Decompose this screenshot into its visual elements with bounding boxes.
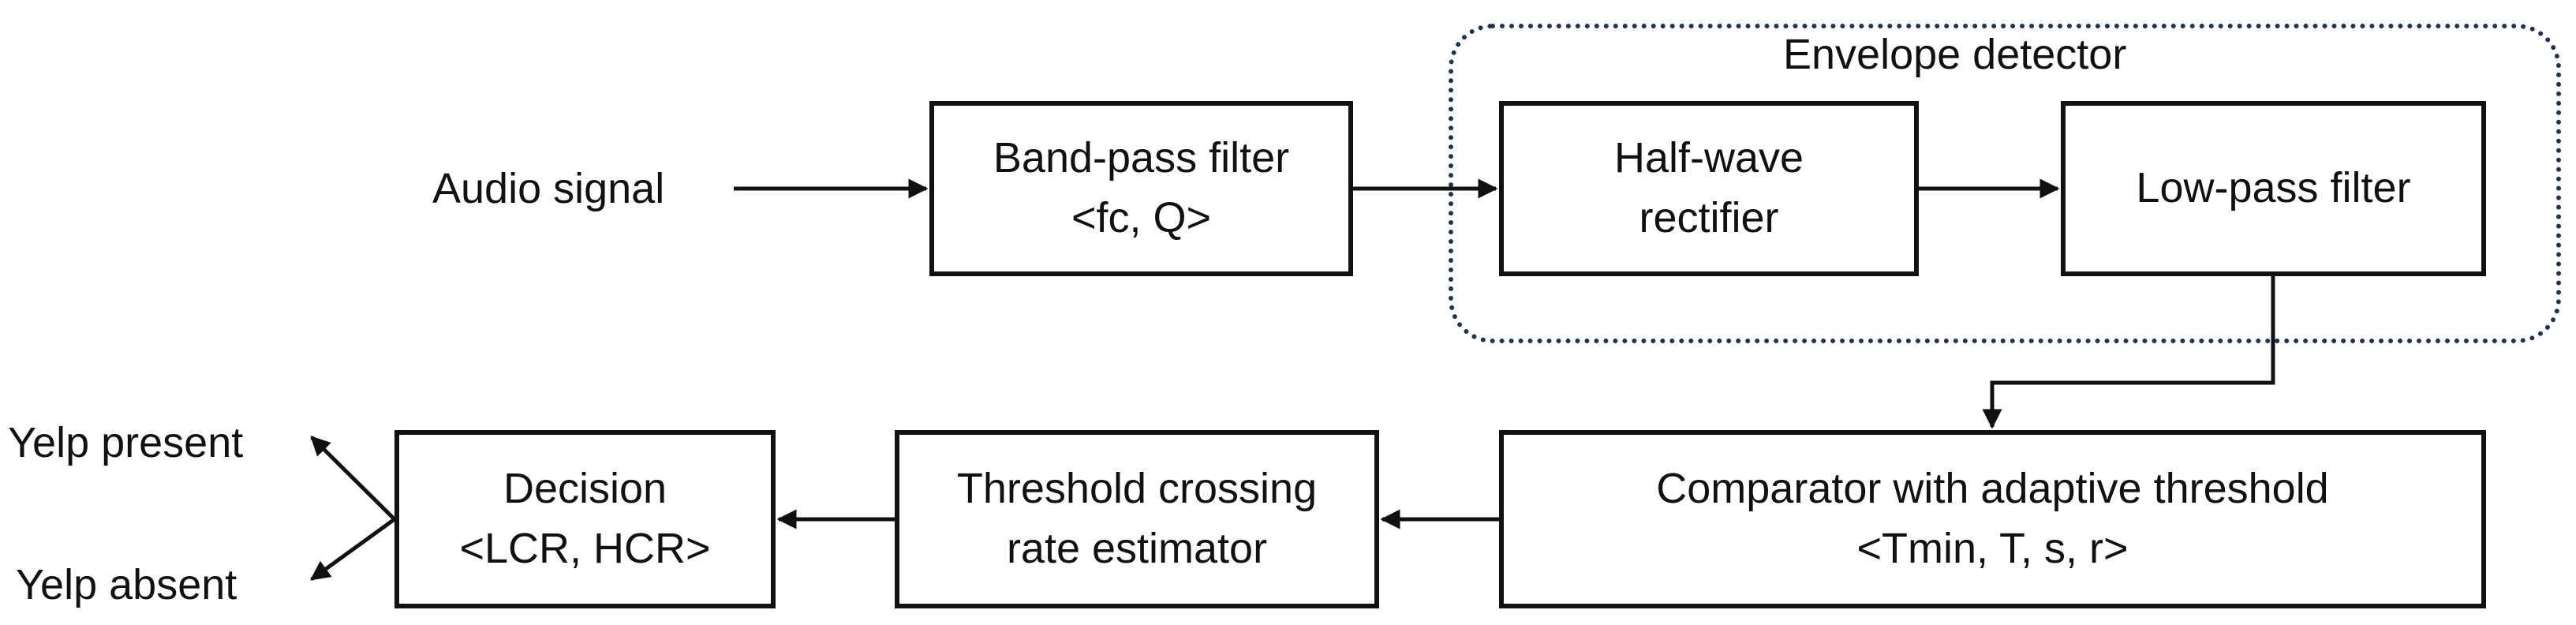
halfwave-rectifier-line1: Half-wave [1613,134,1804,182]
audio-signal-label: Audio signal [432,165,665,212]
halfwave-rectifier-line2: rectifier [1639,194,1779,241]
arrow-decision-to-present [310,436,396,521]
arrow-lowpass-to-comparator [1982,276,2275,429]
yelp-absent-label: Yelp absent [16,561,237,608]
comparator-block: Comparator with adaptive threshold <Tmin… [1499,430,2486,608]
lowpass-filter-block: Low-pass filter [2061,101,2486,276]
bandpass-filter-params: <fc, Q> [1071,194,1212,241]
comparator-title: Comparator with adaptive threshold [1656,465,2329,513]
lowpass-filter-title: Low-pass filter [2136,164,2411,212]
bandpass-filter-title: Band-pass filter [993,134,1290,182]
threshold-crossing-block: Threshold crossing rate estimator [895,430,1379,608]
comparator-params: <Tmin, T, s, r> [1856,525,2129,572]
envelope-detector-group [1449,24,2561,343]
decision-params: <LCR, HCR> [459,525,711,572]
envelope-detector-title: Envelope detector [1783,31,2127,78]
decision-title: Decision [503,465,667,513]
arrow-decision-to-absent [309,517,396,582]
halfwave-rectifier-block: Half-wave rectifier [1499,101,1919,276]
threshold-crossing-line2: rate estimator [1006,525,1268,572]
yelp-present-label: Yelp present [8,419,244,466]
threshold-crossing-line1: Threshold crossing [956,465,1318,513]
decision-block: Decision <LCR, HCR> [394,430,776,608]
bandpass-filter-block: Band-pass filter <fc, Q> [929,101,1353,276]
